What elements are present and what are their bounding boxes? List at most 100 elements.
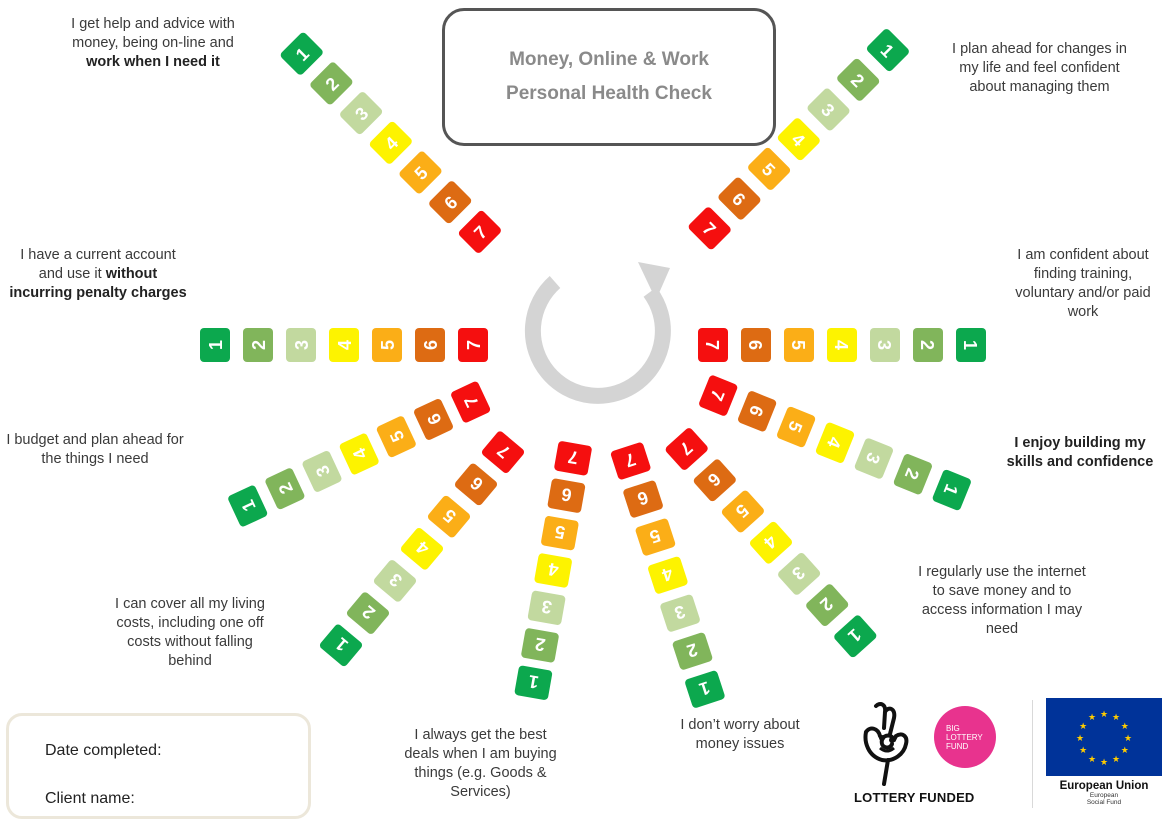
rating-number: 2 [534, 634, 547, 655]
rating-tile-current-account-4[interactable]: 4 [329, 328, 359, 362]
rating-tile-skills-6[interactable]: 6 [737, 390, 778, 433]
rating-tile-budget-4[interactable]: 4 [338, 432, 380, 475]
rating-tile-living-costs-2[interactable]: 2 [345, 591, 390, 636]
rating-number: 5 [378, 340, 398, 350]
rating-tile-money-issues-1[interactable]: 1 [684, 670, 726, 709]
rating-tile-plan-ahead-3[interactable]: 3 [806, 87, 851, 132]
rating-tile-living-costs-4[interactable]: 4 [399, 526, 444, 571]
rating-tile-current-account-6[interactable]: 6 [415, 328, 445, 362]
rating-number: 3 [292, 340, 312, 350]
rating-tile-help-advice-7[interactable]: 7 [457, 209, 502, 254]
rating-tile-plan-ahead-6[interactable]: 6 [717, 176, 762, 221]
rating-tile-skills-3[interactable]: 3 [854, 437, 895, 480]
eu-star-icon: ★ [1100, 709, 1108, 719]
rating-tile-skills-2[interactable]: 2 [893, 453, 934, 496]
rating-tile-training-7[interactable]: 7 [698, 328, 728, 362]
rating-tile-best-deals-3[interactable]: 3 [527, 590, 566, 625]
eu-star-icon: ★ [1088, 754, 1096, 764]
rating-tile-budget-6[interactable]: 6 [413, 398, 455, 441]
rating-tile-skills-1[interactable]: 1 [932, 469, 973, 512]
rating-number: 5 [788, 340, 808, 350]
statement-skills: I enjoy building my skills and confidenc… [1000, 434, 1160, 472]
rating-tile-money-issues-4[interactable]: 4 [647, 556, 689, 595]
rating-tile-training-5[interactable]: 5 [784, 328, 814, 362]
eu-star-icon: ★ [1100, 757, 1108, 767]
rating-tile-internet-7[interactable]: 7 [664, 426, 709, 471]
statement-help-advice: I get help and advice with money, being … [68, 15, 238, 72]
rating-tile-budget-5[interactable]: 5 [376, 415, 418, 458]
rating-tile-plan-ahead-7[interactable]: 7 [687, 206, 732, 251]
rating-tile-current-account-2[interactable]: 2 [243, 328, 273, 362]
rating-tile-current-account-7[interactable]: 7 [458, 328, 488, 362]
rating-tile-best-deals-7[interactable]: 7 [554, 441, 593, 476]
eu-subtitle-1: European [1089, 792, 1119, 799]
rating-tile-budget-1[interactable]: 1 [227, 484, 269, 527]
rating-tile-training-4[interactable]: 4 [827, 328, 857, 362]
rating-tile-training-3[interactable]: 3 [870, 328, 900, 362]
rating-tile-internet-3[interactable]: 3 [776, 551, 821, 596]
rating-tile-plan-ahead-5[interactable]: 5 [746, 146, 791, 191]
rating-tile-best-deals-2[interactable]: 2 [521, 628, 560, 663]
help-advice-text-0: I get help and advice with money, being … [71, 16, 235, 51]
rating-tile-current-account-1[interactable]: 1 [200, 328, 230, 362]
rating-tile-plan-ahead-4[interactable]: 4 [776, 117, 821, 162]
title-box: Money, Online & Work Personal Health Che… [442, 8, 776, 146]
rating-tile-money-issues-6[interactable]: 6 [622, 480, 664, 519]
rating-tile-help-advice-2[interactable]: 2 [309, 61, 354, 106]
rating-tile-training-1[interactable]: 1 [956, 328, 986, 362]
eu-star-icon: ★ [1121, 721, 1129, 731]
client-form: Date completed: Client name: [6, 713, 311, 819]
rating-tile-skills-5[interactable]: 5 [776, 406, 817, 449]
rating-tile-living-costs-6[interactable]: 6 [453, 462, 498, 507]
big-lottery-fund-badge: BIG LOTTERY FUND [934, 706, 996, 768]
rating-tile-help-advice-5[interactable]: 5 [398, 150, 443, 195]
rating-tile-help-advice-1[interactable]: 1 [279, 31, 324, 76]
rating-tile-best-deals-1[interactable]: 1 [514, 665, 553, 700]
eu-title: European Union [1059, 780, 1149, 792]
rating-tile-skills-7[interactable]: 7 [698, 374, 739, 417]
rating-tile-living-costs-7[interactable]: 7 [480, 430, 525, 475]
eu-star-icon: ★ [1112, 712, 1120, 722]
rating-tile-help-advice-4[interactable]: 4 [368, 120, 413, 165]
rating-tile-plan-ahead-2[interactable]: 2 [836, 57, 881, 102]
rating-tile-internet-4[interactable]: 4 [748, 520, 793, 565]
rating-tile-current-account-3[interactable]: 3 [286, 328, 316, 362]
rating-tile-money-issues-7[interactable]: 7 [610, 441, 652, 480]
rating-tile-money-issues-3[interactable]: 3 [659, 594, 701, 633]
rating-tile-internet-1[interactable]: 1 [833, 614, 878, 659]
rating-tile-living-costs-1[interactable]: 1 [318, 623, 363, 668]
crossed-fingers-icon [863, 702, 909, 786]
rating-number: 4 [831, 340, 851, 350]
eu-subtitle-2: Social Fund [1086, 799, 1122, 806]
rating-tile-budget-7[interactable]: 7 [450, 380, 492, 423]
rating-tile-budget-3[interactable]: 3 [301, 450, 343, 493]
rating-tile-internet-5[interactable]: 5 [720, 489, 765, 534]
rating-tile-budget-2[interactable]: 2 [264, 467, 306, 510]
living-costs-text-0: I can cover all my living costs, includi… [115, 596, 265, 669]
rating-tile-internet-6[interactable]: 6 [692, 458, 737, 503]
rating-tile-money-issues-5[interactable]: 5 [635, 518, 677, 557]
rating-tile-money-issues-2[interactable]: 2 [672, 632, 714, 671]
rating-tile-best-deals-5[interactable]: 5 [540, 515, 579, 551]
rating-tile-best-deals-6[interactable]: 6 [547, 478, 586, 513]
statement-plan-ahead: I plan ahead for changes in my life and … [952, 40, 1127, 97]
rating-number: 7 [464, 340, 484, 350]
rating-tile-training-2[interactable]: 2 [913, 328, 943, 362]
rating-tile-internet-2[interactable]: 2 [805, 583, 850, 628]
rating-tile-current-account-5[interactable]: 5 [372, 328, 402, 362]
rating-number: 1 [527, 671, 540, 692]
plan-ahead-text-0: I plan ahead for changes in my life and … [952, 41, 1127, 95]
rating-tile-living-costs-3[interactable]: 3 [372, 558, 417, 603]
rating-tile-training-6[interactable]: 6 [741, 328, 771, 362]
rating-number: 6 [560, 484, 573, 505]
rating-tile-best-deals-4[interactable]: 4 [534, 553, 573, 588]
rating-tile-plan-ahead-1[interactable]: 1 [865, 27, 910, 72]
rating-tile-help-advice-3[interactable]: 3 [338, 90, 383, 135]
european-union-logo: ★★★★★★★★★★★★ European Union European Soc… [1042, 698, 1166, 820]
rating-tile-living-costs-5[interactable]: 5 [426, 494, 471, 539]
rating-tile-help-advice-6[interactable]: 6 [428, 180, 473, 225]
rating-tile-skills-4[interactable]: 4 [815, 421, 856, 464]
